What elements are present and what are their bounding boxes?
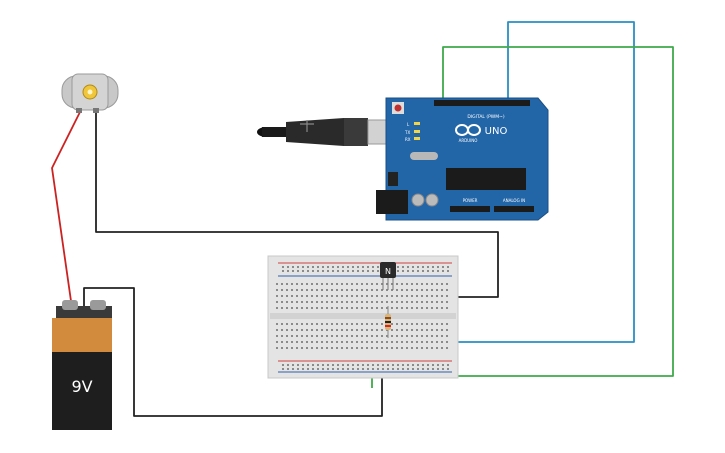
- npn-transistor-icon[interactable]: N: [380, 262, 396, 290]
- atmega-chip: [446, 168, 526, 190]
- power-jack[interactable]: [376, 190, 408, 214]
- wire-black-motor[interactable]: [95, 112, 499, 298]
- arduino-model-label: UNO: [485, 126, 508, 137]
- battery-voltage-label: 9V: [71, 377, 92, 396]
- wire-black-battery[interactable]: [83, 287, 383, 417]
- digital-header-label: DIGITAL (PWM~): [467, 114, 505, 120]
- arduino-logo-icon: [455, 124, 481, 136]
- arduino-uno[interactable]: DIGITAL (PWM~) UNO ARDUINO L TX RX POWER…: [376, 97, 549, 221]
- led-l-label: L: [407, 122, 410, 127]
- power-label: POWER: [463, 198, 478, 203]
- wire-blue[interactable]: [392, 21, 635, 343]
- transistor-label: N: [385, 267, 391, 276]
- led-tx-label: TX: [404, 130, 410, 135]
- analog-label: ANALOG IN: [503, 198, 525, 203]
- wire-red-motor[interactable]: [51, 111, 81, 309]
- arduino-brand-label: ARDUINO: [459, 138, 478, 143]
- resistor-icon[interactable]: [385, 306, 391, 338]
- analog-header[interactable]: [494, 206, 534, 212]
- breadboard-holes[interactable]: [276, 266, 449, 370]
- battery-9v[interactable]: 9V: [52, 300, 112, 430]
- power-header[interactable]: [450, 206, 490, 212]
- dc-motor[interactable]: [61, 73, 119, 113]
- digital-header[interactable]: [434, 100, 530, 106]
- breadboard[interactable]: [267, 255, 459, 379]
- usb-cable-icon[interactable]: [257, 118, 389, 146]
- led-rx-label: RX: [405, 137, 411, 142]
